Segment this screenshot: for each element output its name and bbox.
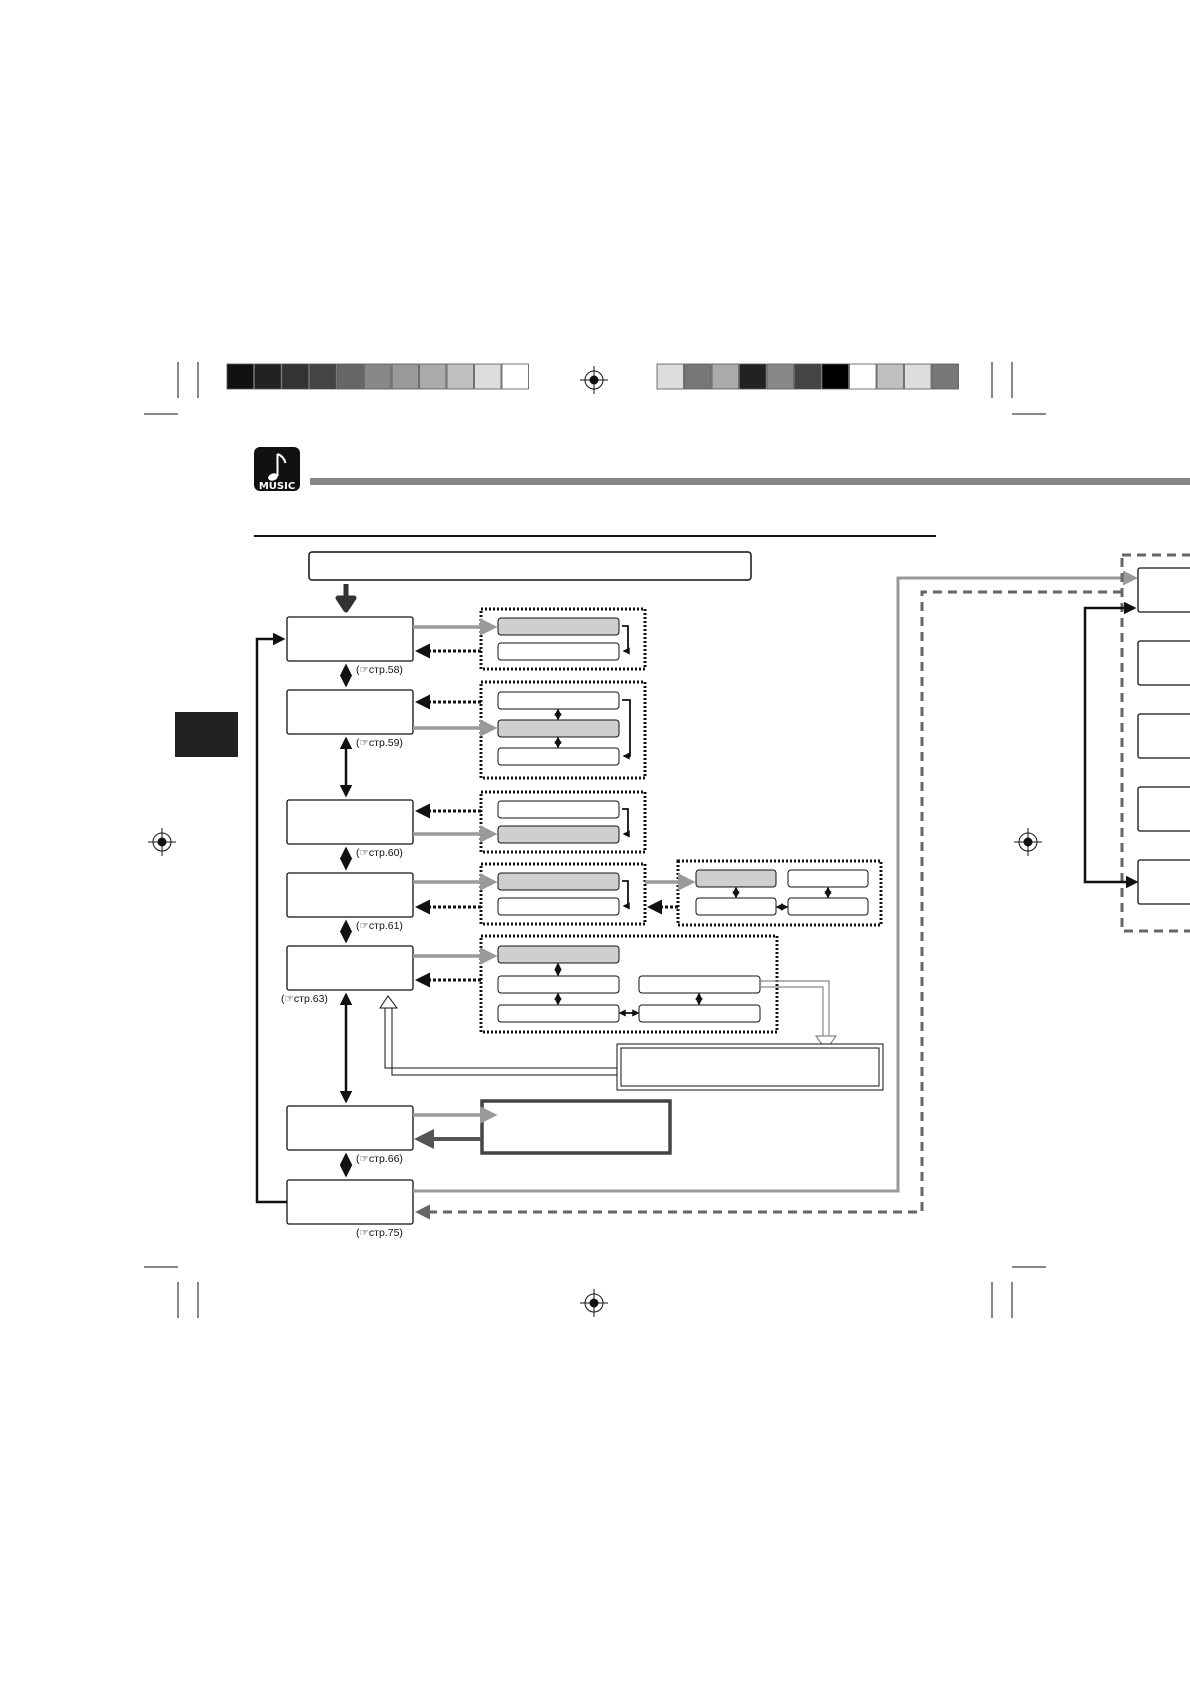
- registration-swatch: [876, 363, 904, 390]
- page-ref: (☞стр.61): [356, 920, 403, 932]
- registration-swatch: [336, 363, 364, 390]
- submenu-group-3: [479, 790, 647, 854]
- loop-arrow: [255, 632, 287, 1204]
- page-ref: (☞стр.60): [356, 847, 403, 859]
- music-logo-text: MUSIC: [259, 481, 295, 492]
- confirm-box: [616, 1043, 884, 1091]
- registration-swatch: [684, 363, 712, 390]
- next-page-column: [1137, 567, 1190, 905]
- color-registration-bar-right: [656, 363, 959, 390]
- menu-item-box: [286, 945, 414, 991]
- submenu-group-1: [479, 607, 647, 671]
- registration-swatch: [254, 363, 282, 390]
- registration-swatch: [904, 363, 932, 390]
- registration-swatch: [474, 363, 502, 390]
- crosshair-icon: [580, 1289, 608, 1317]
- registration-swatch: [711, 363, 739, 390]
- header-rule: [310, 478, 1190, 485]
- registration-swatch: [849, 363, 877, 390]
- mode-title-box: [308, 551, 752, 581]
- music-logo: MUSIC: [254, 447, 300, 492]
- chapter-tab: [175, 712, 238, 757]
- page-ref: (☞стр.63): [281, 993, 328, 1005]
- page-references: (☞стр.58) (☞стр.59) (☞стр.60) (☞стр.61) …: [281, 664, 403, 1239]
- return-dashed-arrow: [415, 590, 1122, 1220]
- menu-item-box: [286, 872, 414, 918]
- registration-swatch: [226, 363, 254, 390]
- registration-swatch: [794, 363, 822, 390]
- crosshair-icon: [148, 828, 176, 856]
- page-ref: (☞стр.66): [356, 1153, 403, 1165]
- submenu-group-4: [479, 862, 647, 926]
- crosshair-icon: [1014, 828, 1042, 856]
- hollow-down-arrow: [760, 980, 838, 1052]
- crosshair-icon: [580, 366, 608, 394]
- page-ref: (☞стр.59): [356, 737, 403, 749]
- next-page-panel: [1120, 553, 1190, 933]
- registration-swatch: [501, 363, 529, 390]
- crop-marks-bottom: [144, 1266, 1046, 1318]
- music-note-icon: [268, 453, 287, 481]
- registration-swatch: [739, 363, 767, 390]
- menu-item-box: [286, 1179, 414, 1225]
- continue-arrow: [413, 570, 1138, 1193]
- registration-swatch: [656, 363, 684, 390]
- submenu-box-6: [480, 1099, 672, 1155]
- entry-down-arrow: [335, 584, 357, 613]
- menu-item-box: [286, 799, 414, 845]
- crop-marks-top: [144, 362, 1046, 415]
- registration-swatch: [766, 363, 794, 390]
- hollow-return-arrow: [379, 995, 617, 1076]
- page-ref: (☞стр.58): [356, 664, 403, 676]
- color-registration-bar-left: [226, 363, 529, 390]
- registration-swatch: [931, 363, 959, 390]
- registration-swatch: [446, 363, 474, 390]
- page-ref: (☞стр.75): [356, 1227, 403, 1239]
- submenu-group-5: [479, 934, 779, 1034]
- registration-swatch: [281, 363, 309, 390]
- menu-item-box: [286, 1105, 414, 1151]
- registration-swatch: [821, 363, 849, 390]
- registration-swatch: [391, 363, 419, 390]
- registration-swatch: [364, 363, 392, 390]
- submenu-group-2: [479, 680, 647, 780]
- registration-swatch: [419, 363, 447, 390]
- submenu-subgroup-4: [676, 859, 883, 927]
- menu-item-box: [286, 689, 414, 735]
- menu-item-box: [286, 616, 414, 662]
- loop-arrow: [1083, 601, 1139, 889]
- registration-swatch: [309, 363, 337, 390]
- main-menu-column: [286, 616, 414, 1225]
